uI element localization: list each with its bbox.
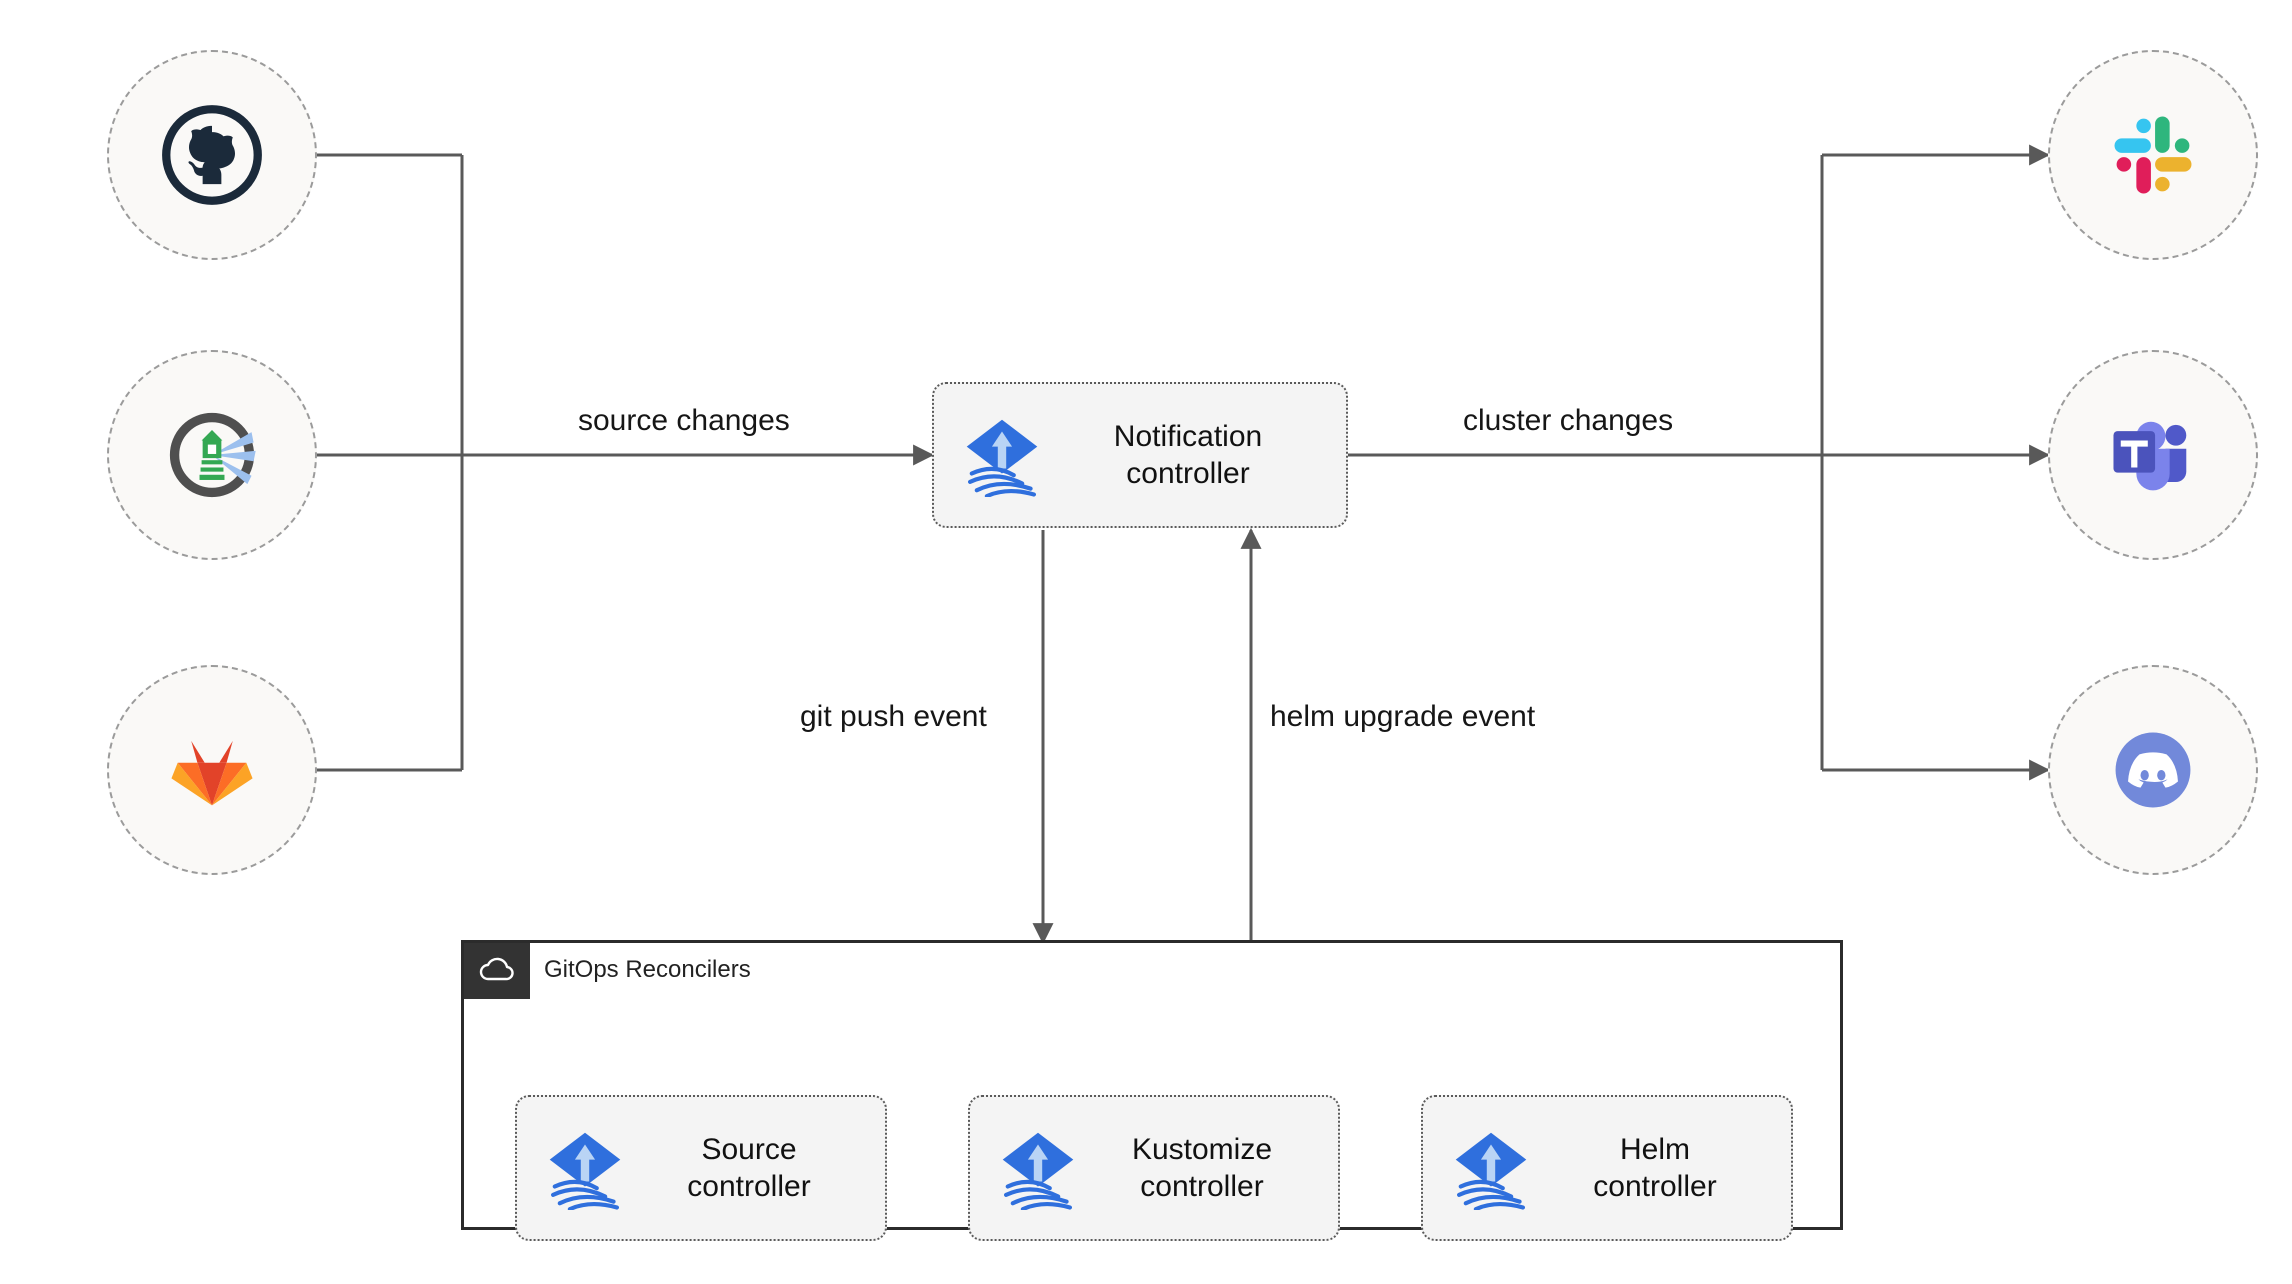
edge-label-cluster-changes: cluster changes bbox=[1463, 404, 1674, 437]
container-title: GitOps Reconcilers bbox=[544, 956, 751, 983]
flux-icon bbox=[966, 419, 1038, 497]
controller-box-kustomize[interactable]: Kustomize controller bbox=[968, 1095, 1340, 1241]
notification-controller-box[interactable]: Notification controller bbox=[932, 382, 1348, 528]
lighthouse-icon bbox=[169, 412, 256, 498]
controller-label-helm: Helm controller bbox=[1593, 1132, 1717, 1203]
source-node-gitlab[interactable] bbox=[107, 665, 317, 875]
controller-label-source: Source controller bbox=[687, 1132, 811, 1203]
flux-icon bbox=[1455, 1132, 1527, 1210]
github-icon bbox=[162, 105, 262, 205]
discord-icon bbox=[2115, 732, 2191, 808]
container-tab bbox=[464, 943, 530, 999]
notification-controller-label: Notification controller bbox=[1113, 419, 1263, 490]
flux-icon bbox=[549, 1132, 621, 1210]
edge-label-git-push-event: git push event bbox=[800, 700, 987, 733]
source-node-github[interactable] bbox=[107, 50, 317, 260]
controller-box-source[interactable]: Source controller bbox=[515, 1095, 887, 1241]
gitlab-icon bbox=[171, 740, 253, 806]
destination-node-slack[interactable] bbox=[2048, 50, 2258, 260]
cloud-icon bbox=[479, 957, 514, 981]
flux-icon bbox=[1002, 1132, 1074, 1210]
destination-node-discord[interactable] bbox=[2048, 665, 2258, 875]
destination-node-teams[interactable] bbox=[2048, 350, 2258, 560]
gitops-reconcilers-container: GitOps Reconcilers Source controller bbox=[461, 940, 1843, 1241]
controller-label-kustomize: Kustomize controller bbox=[1131, 1132, 1273, 1203]
microsoft-teams-icon bbox=[2113, 421, 2187, 491]
edge-label-helm-upgrade-event: helm upgrade event bbox=[1270, 700, 1536, 733]
edge-label-source-changes: source changes bbox=[578, 404, 790, 437]
source-node-lighthouse[interactable] bbox=[107, 350, 317, 560]
controller-box-helm[interactable]: Helm controller bbox=[1421, 1095, 1793, 1241]
slack-icon bbox=[2114, 116, 2192, 194]
